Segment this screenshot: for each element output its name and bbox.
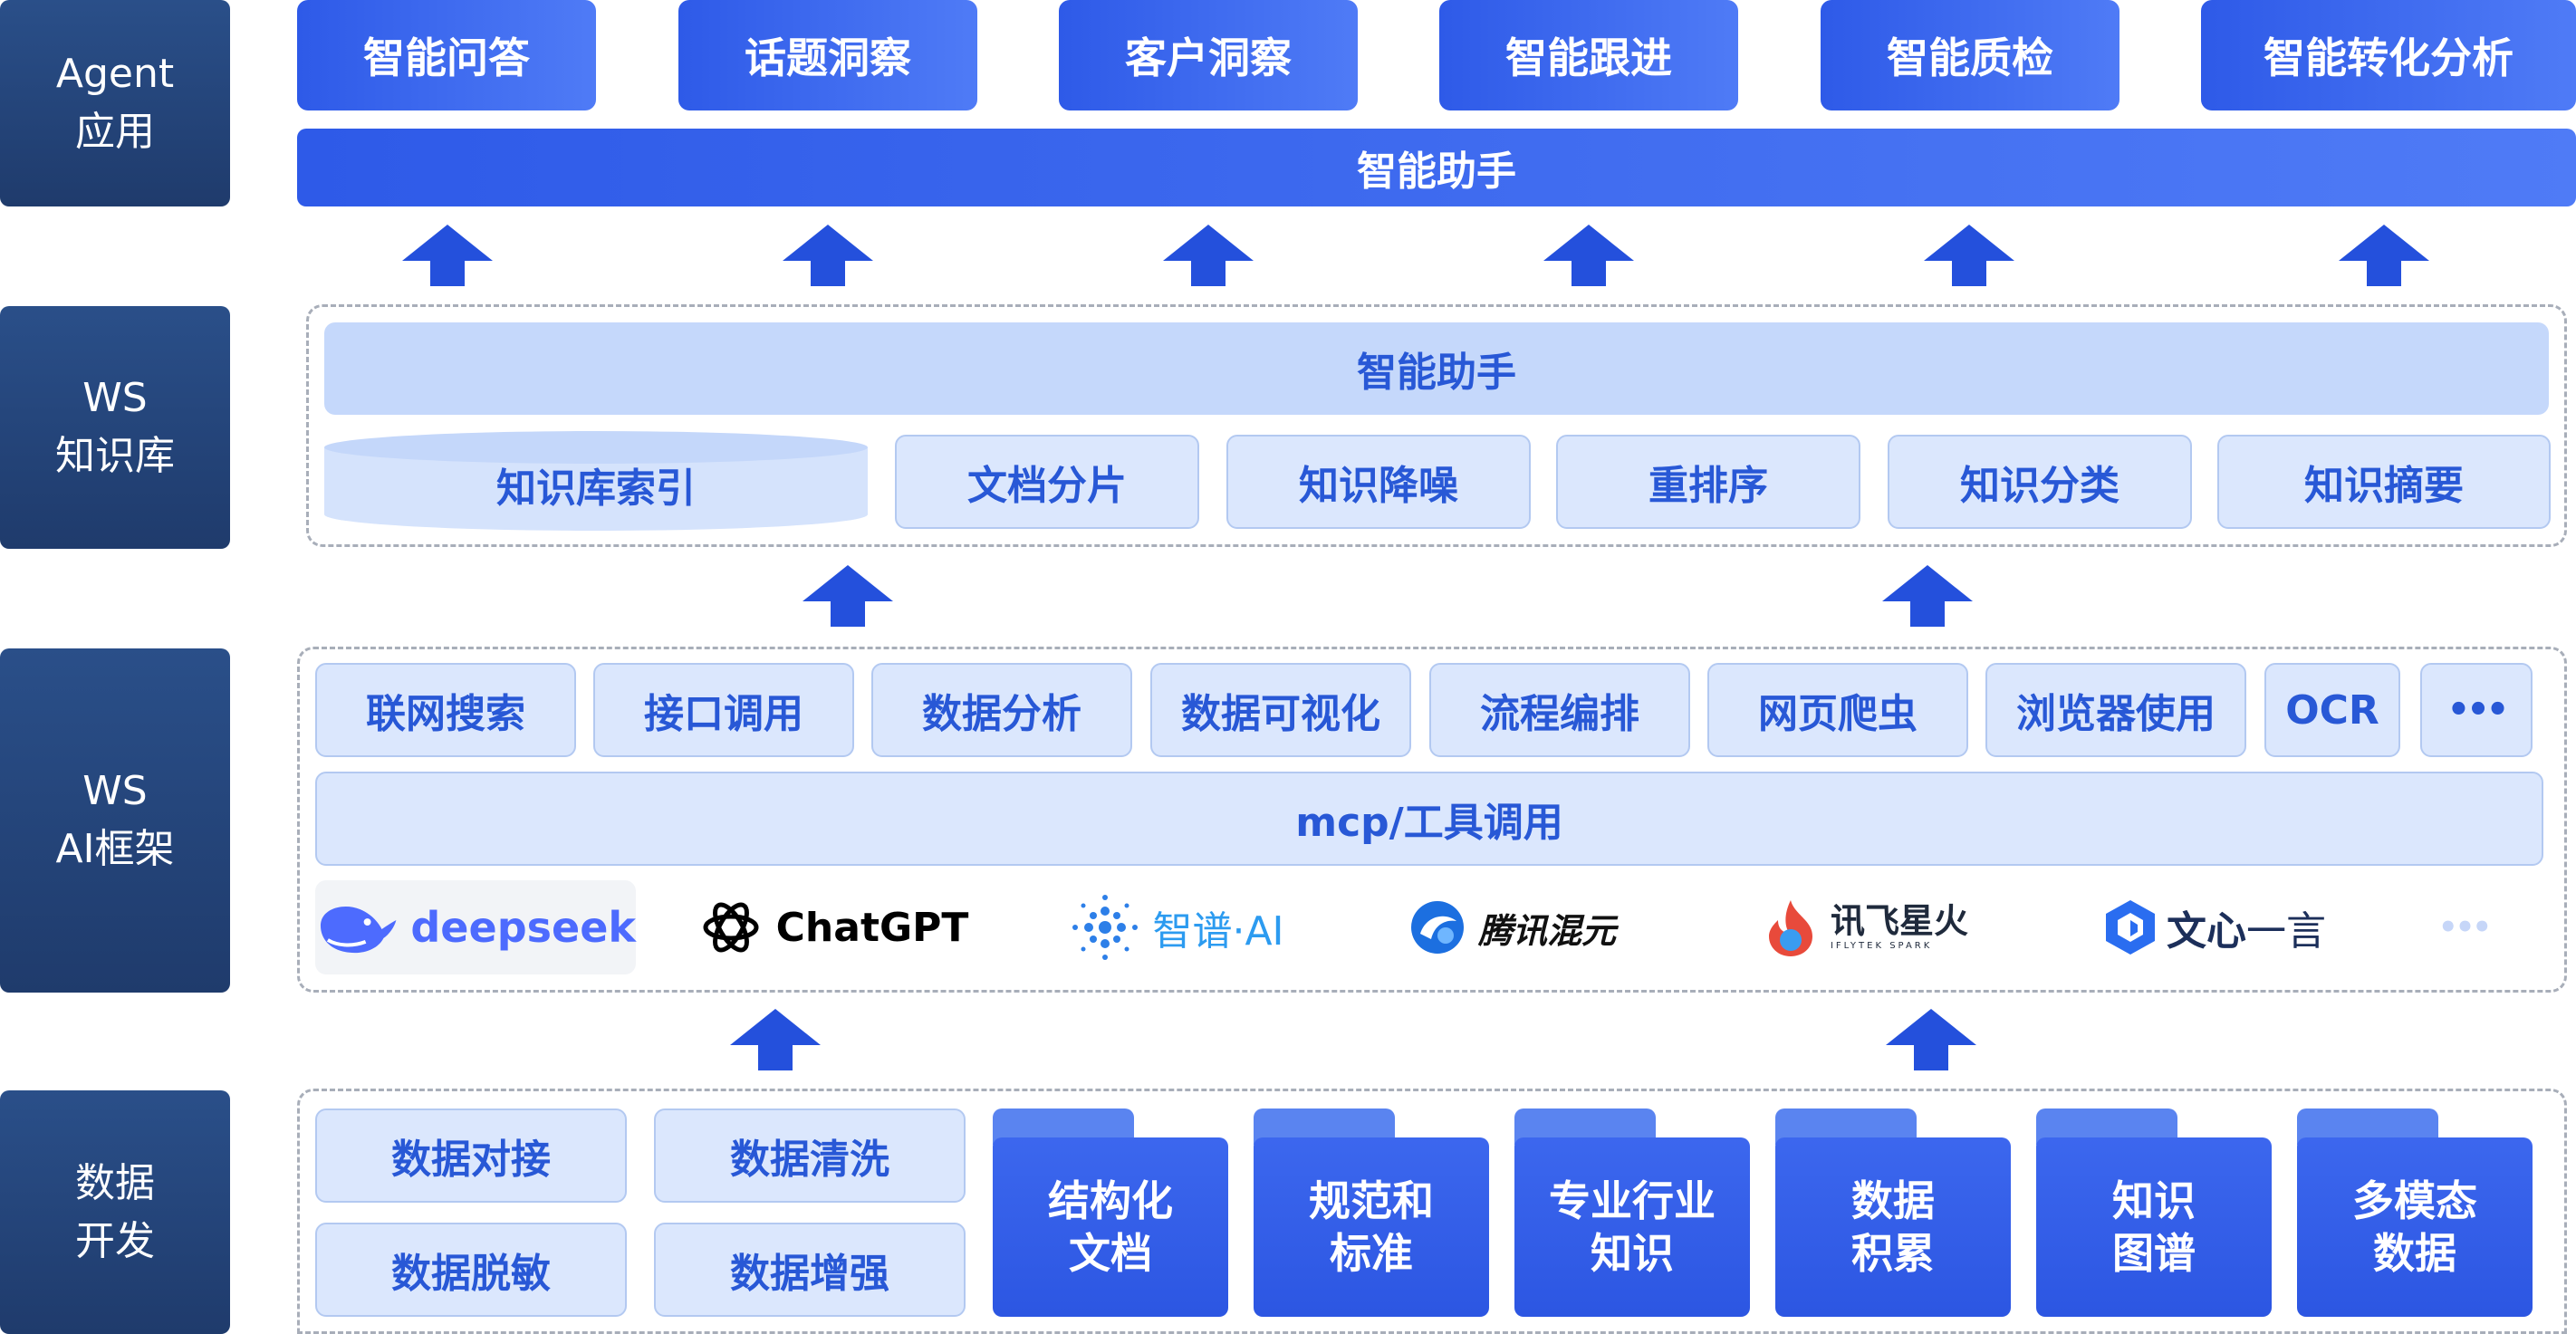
folder-label-line1: 规范和 xyxy=(1309,1176,1434,1225)
folder-label-line2: 知识 xyxy=(1591,1229,1674,1278)
data-source-standards: 规范和 标准 xyxy=(1254,1108,1489,1317)
model-wenxin: 文心 一言 xyxy=(2092,880,2337,974)
mcp-tool-bar: mcp/工具调用 xyxy=(315,772,2543,866)
xunfei-text: 讯飞星火 IFLYTEK SPARK xyxy=(1831,904,1968,951)
tool-more: ••• xyxy=(2420,663,2533,757)
model-xunfei: 讯飞星火 IFLYTEK SPARK xyxy=(1757,880,1975,974)
agent-app-customer-insight: 客户洞察 xyxy=(1059,0,1358,110)
more-dots-icon: ••• xyxy=(2437,909,2492,945)
tool-web-search: 联网搜索 xyxy=(315,663,576,757)
folder-label-line2: 数据 xyxy=(2373,1229,2456,1278)
xunfei-label: 讯飞星火 xyxy=(1830,901,1968,941)
model-deepseek: deepseek xyxy=(315,880,636,974)
kb-item-summary: 知识摘要 xyxy=(2217,435,2551,529)
folder-body: 规范和 标准 xyxy=(1254,1137,1489,1317)
data-op-cleaning: 数据清洗 xyxy=(654,1108,966,1203)
kb-index-cylinder: 知识库索引 xyxy=(324,431,868,531)
kb-item-denoise: 知识降噪 xyxy=(1226,435,1531,529)
tool-browser-use: 浏览器使用 xyxy=(1985,663,2246,757)
xunfei-icon xyxy=(1768,900,1812,956)
kb-item-classify: 知识分类 xyxy=(1888,435,2192,529)
row-label-kb-line1: WS xyxy=(82,375,148,421)
folder-label-line1: 专业行业 xyxy=(1549,1176,1716,1225)
data-source-accumulation: 数据 积累 xyxy=(1775,1108,2011,1317)
wenxin-label-b: 一言 xyxy=(2246,908,2326,955)
hunyuan-label: 腾讯混元 xyxy=(1477,910,1616,951)
data-source-industry-knowledge: 专业行业 知识 xyxy=(1514,1108,1750,1317)
model-chatgpt: ChatGPT xyxy=(688,880,978,974)
folder-label-line1: 知识 xyxy=(2112,1176,2196,1225)
tool-web-crawler: 网页爬虫 xyxy=(1707,663,1968,757)
deepseek-label: deepseek xyxy=(410,903,636,952)
folder-label-line2: 图谱 xyxy=(2112,1229,2196,1278)
zhipu-label: 智谱·AI xyxy=(1152,908,1284,955)
agent-app-conversion-analysis: 智能转化分析 xyxy=(2201,0,2576,110)
agent-app-qa: 智能问答 xyxy=(297,0,596,110)
tool-workflow: 流程编排 xyxy=(1429,663,1690,757)
row-label-ai-line2: AI框架 xyxy=(55,826,175,872)
data-op-masking: 数据脱敏 xyxy=(315,1223,627,1317)
agent-app-quality-check: 智能质检 xyxy=(1821,0,2119,110)
wenxin-label-a: 文心 xyxy=(2167,908,2246,955)
folder-label-line2: 积累 xyxy=(1851,1229,1935,1278)
tool-api-call: 接口调用 xyxy=(593,663,854,757)
wenxin-icon xyxy=(2106,900,2155,955)
data-op-integration: 数据对接 xyxy=(315,1108,627,1203)
folder-body: 专业行业 知识 xyxy=(1514,1137,1750,1317)
kb-assistant-bar: 智能助手 xyxy=(324,322,2549,415)
row-label-data-dev: 数据 开发 xyxy=(0,1090,230,1334)
row-label-knowledge-base: WS 知识库 xyxy=(0,306,230,549)
data-source-structured-docs: 结构化 文档 xyxy=(993,1108,1228,1317)
openai-icon xyxy=(703,902,759,953)
row-label-data-line1: 数据 xyxy=(75,1159,155,1206)
kb-container xyxy=(306,304,2567,547)
folder-label-line1: 多模态 xyxy=(2352,1176,2477,1225)
data-container xyxy=(297,1089,2567,1334)
row-label-agent-line2: 应用 xyxy=(75,109,155,155)
deepseek-whale-icon xyxy=(320,907,397,954)
folder-body: 数据 积累 xyxy=(1775,1137,2011,1317)
zhipu-dots-icon xyxy=(1072,895,1139,960)
folder-label-line1: 数据 xyxy=(1851,1176,1935,1225)
row-label-agent-line1: Agent xyxy=(55,51,175,97)
ai-container xyxy=(297,647,2567,993)
row-label-ai-line1: WS xyxy=(82,768,148,814)
folder-label-line2: 标准 xyxy=(1330,1229,1413,1278)
folder-body: 多模态 数据 xyxy=(2297,1137,2533,1317)
row-label-agent: Agent 应用 xyxy=(0,0,230,206)
tool-data-visualization: 数据可视化 xyxy=(1150,663,1411,757)
model-zhipu: 智谱·AI xyxy=(1042,880,1313,974)
data-source-knowledge-graph: 知识 图谱 xyxy=(2036,1108,2272,1317)
database-icon xyxy=(324,431,868,531)
model-hunyuan: 腾讯混元 xyxy=(1395,880,1630,974)
agent-app-topic-insight: 话题洞察 xyxy=(678,0,977,110)
row-label-ai-framework: WS AI框架 xyxy=(0,648,230,993)
folder-body: 知识 图谱 xyxy=(2036,1137,2272,1317)
hunyuan-icon xyxy=(1410,901,1464,954)
folder-label-line2: 文档 xyxy=(1069,1229,1152,1278)
chatgpt-label: ChatGPT xyxy=(775,904,969,951)
kb-item-doc-sharding: 文档分片 xyxy=(895,435,1199,529)
data-op-augmentation: 数据增强 xyxy=(654,1223,966,1317)
agent-assistant-bar: 智能助手 xyxy=(297,129,2576,206)
folder-label-line1: 结构化 xyxy=(1048,1176,1173,1225)
tool-data-analysis: 数据分析 xyxy=(871,663,1132,757)
kb-item-rerank: 重排序 xyxy=(1556,435,1860,529)
data-source-multimodal: 多模态 数据 xyxy=(2297,1108,2533,1317)
kb-index-label: 知识库索引 xyxy=(496,465,696,512)
tool-ocr: OCR xyxy=(2264,663,2400,757)
xunfei-sublabel: IFLYTEK SPARK xyxy=(1830,941,1933,951)
row-label-data-line2: 开发 xyxy=(75,1217,155,1264)
row-label-kb-line2: 知识库 xyxy=(55,433,175,479)
agent-app-follow-up: 智能跟进 xyxy=(1439,0,1738,110)
folder-body: 结构化 文档 xyxy=(993,1137,1228,1317)
